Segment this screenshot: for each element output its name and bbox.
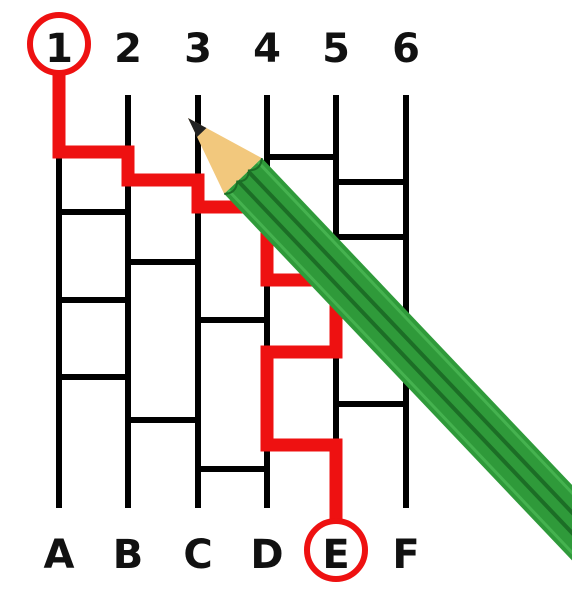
letter-label-e: E xyxy=(322,532,349,578)
number-labels: 1 2 3 4 5 6 xyxy=(45,26,420,72)
number-label-4: 4 xyxy=(253,26,281,72)
number-label-5: 5 xyxy=(322,26,350,72)
letter-label-d: D xyxy=(250,532,283,578)
letter-label-b: B xyxy=(113,532,144,578)
letter-label-c: C xyxy=(183,532,212,578)
number-label-2: 2 xyxy=(114,26,142,72)
number-label-1: 1 xyxy=(45,26,73,72)
number-label-3: 3 xyxy=(184,26,212,72)
pencil-icon xyxy=(169,100,572,571)
letter-label-a: A xyxy=(44,532,75,578)
number-label-6: 6 xyxy=(392,26,420,72)
letter-label-f: F xyxy=(392,532,419,578)
